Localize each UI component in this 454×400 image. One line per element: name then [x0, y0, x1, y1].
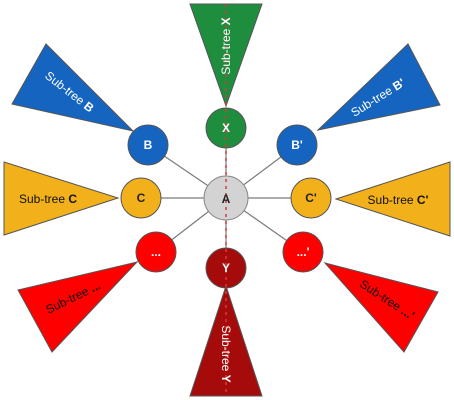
- node-b-circle: [127, 124, 169, 166]
- node-a-label: A: [222, 192, 231, 206]
- node-x-circle: [205, 107, 247, 149]
- subtree-y-name: Y: [219, 375, 233, 383]
- subtree-c-prime-label: Sub-tree C': [368, 193, 429, 207]
- subtree-c-triangle: [3, 161, 120, 236]
- subtree-x-name: X: [219, 17, 233, 25]
- subtree-c-prime-triangle: [334, 161, 451, 237]
- subtree-x-label: Sub-tree X: [219, 17, 233, 74]
- subtree-b-triangle: [11, 43, 135, 132]
- node-dots-circle: [135, 231, 177, 273]
- node-b-label: B: [144, 138, 153, 152]
- subtree-dots-triangle: [17, 261, 139, 353]
- subtree-c-name: C: [68, 192, 77, 206]
- node-a-circle: [203, 175, 249, 221]
- subtree-b-prime-triangle: [316, 43, 441, 131]
- subtree-y-prefix: Sub-tree: [219, 325, 233, 374]
- node-b-prime-circle: [276, 124, 318, 166]
- node-y-label: Y: [222, 261, 230, 275]
- node-dots-prime-circle: [282, 231, 324, 273]
- node-c-prime-label: C': [305, 191, 317, 205]
- subtree-x-prefix: Sub-tree: [219, 25, 233, 74]
- node-c-circle: [120, 177, 162, 219]
- node-dots-label: ...: [151, 245, 161, 259]
- subtree-c-prime-name: C': [417, 193, 429, 207]
- node-c-label: C: [137, 191, 146, 205]
- node-dots-prime-label: ...': [297, 245, 310, 259]
- subtree-dots-prime-triangle: [323, 262, 439, 353]
- node-c-prime-circle: [290, 177, 332, 219]
- subtree-y-label: Sub-tree Y: [219, 325, 233, 382]
- node-b-prime-label: B': [291, 138, 303, 152]
- subtree-c-prime-prefix: Sub-tree: [368, 193, 417, 207]
- subtree-c-label: Sub-tree C: [19, 192, 77, 206]
- node-x-label: X: [222, 121, 230, 135]
- node-y-circle: [205, 247, 247, 289]
- subtree-c-prefix: Sub-tree: [19, 192, 68, 206]
